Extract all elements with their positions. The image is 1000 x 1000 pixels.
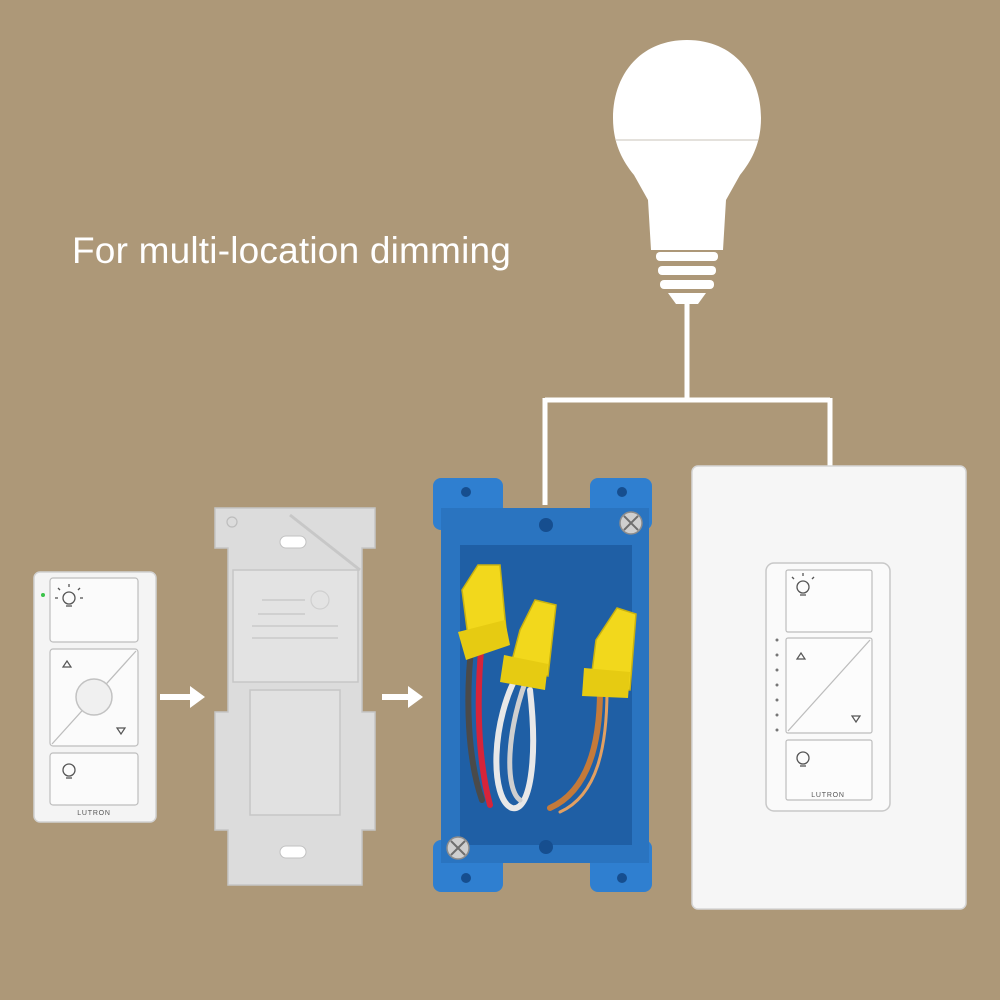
status-led xyxy=(41,593,45,597)
bulb-off-icon xyxy=(796,751,810,767)
screw-icon xyxy=(619,511,643,535)
bulb-on-icon xyxy=(55,584,83,607)
pico-brand-logo: LUTRON xyxy=(77,810,111,817)
pico-remote: LUTRON xyxy=(33,571,157,823)
arrow-right-icon xyxy=(160,686,205,708)
lower-arrow-icon xyxy=(115,727,127,736)
screw-icon xyxy=(446,836,470,860)
led-bulb-icon xyxy=(613,40,761,304)
wallplate-bracket xyxy=(214,507,376,886)
pico-off-button xyxy=(49,752,139,806)
box-wires xyxy=(465,637,609,814)
connection-wires xyxy=(542,300,833,505)
favorite-button-icon xyxy=(75,678,113,716)
bulb-on-icon xyxy=(791,573,815,596)
lower-arrow-icon xyxy=(850,715,862,724)
arrow-right-icon xyxy=(382,686,423,708)
level-indicator-leds xyxy=(775,638,779,732)
dimmer-brand-logo: LUTRON xyxy=(811,792,845,799)
wire-nut xyxy=(500,599,557,690)
headline: For multi-location dimming xyxy=(72,230,512,271)
pico-on-button xyxy=(49,577,139,643)
dimmer-off-button xyxy=(785,739,873,801)
raise-arrow-icon xyxy=(795,651,807,660)
wire-nut xyxy=(458,564,510,660)
dimmer-on-button xyxy=(785,569,873,633)
wire-nut xyxy=(582,607,637,698)
raise-arrow-icon xyxy=(61,659,73,668)
caseta-dimmer: LUTRON xyxy=(691,465,967,910)
bulb-off-icon xyxy=(62,763,76,779)
